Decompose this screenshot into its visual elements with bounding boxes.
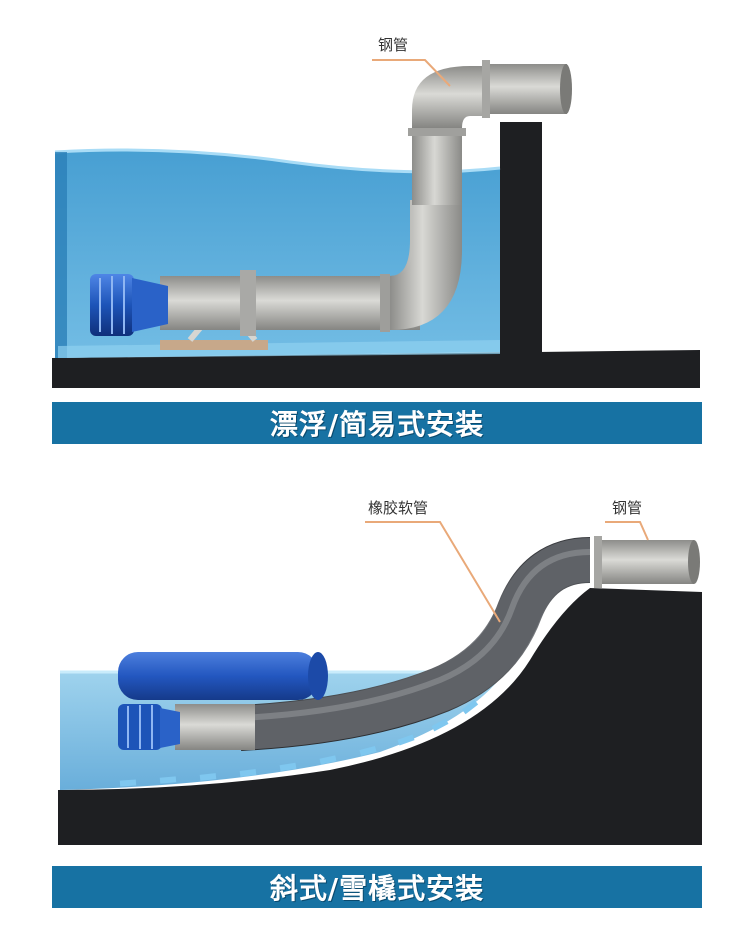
pump-steel-section <box>175 704 255 750</box>
tank-wall <box>500 122 542 358</box>
tank-left-wall <box>55 152 67 358</box>
inclined-installation-illustration <box>58 521 702 845</box>
pipe-joint-ring <box>240 270 256 336</box>
inclined-ground <box>58 588 702 845</box>
submersible-pump <box>118 704 180 750</box>
horizontal-steel-pipe <box>160 276 420 330</box>
upper-elbow <box>412 66 490 128</box>
vertical-steel-pipe <box>412 125 462 205</box>
steel-pipe-label: 钢管 <box>378 36 409 54</box>
steel-pipe-label: 钢管 <box>612 499 643 517</box>
float-cylinder <box>118 652 328 700</box>
inclined-installation-diagram: 橡胶软管 钢管 斜式/雪橇式安装 <box>0 475 750 949</box>
floating-installation-caption: 漂浮/简易式安装 <box>52 402 702 444</box>
outlet-steel-pipe <box>485 64 567 114</box>
floating-installation-diagram: 钢管 漂浮/简易式安装 <box>0 0 750 460</box>
steel-pipe-leader-line <box>372 59 451 87</box>
steel-pipe-leader-line <box>605 521 649 541</box>
submersible-pump <box>90 274 168 336</box>
rubber-hose-label: 橡胶软管 <box>368 499 429 517</box>
slope-track-markings <box>119 699 479 787</box>
inclined-installation-caption: 斜式/雪橇式安装 <box>52 866 702 908</box>
ground-base <box>52 350 700 388</box>
rubber-hose-leader-line <box>365 521 501 623</box>
outlet-steel-pipe <box>598 540 694 584</box>
floating-installation-illustration <box>52 59 700 388</box>
